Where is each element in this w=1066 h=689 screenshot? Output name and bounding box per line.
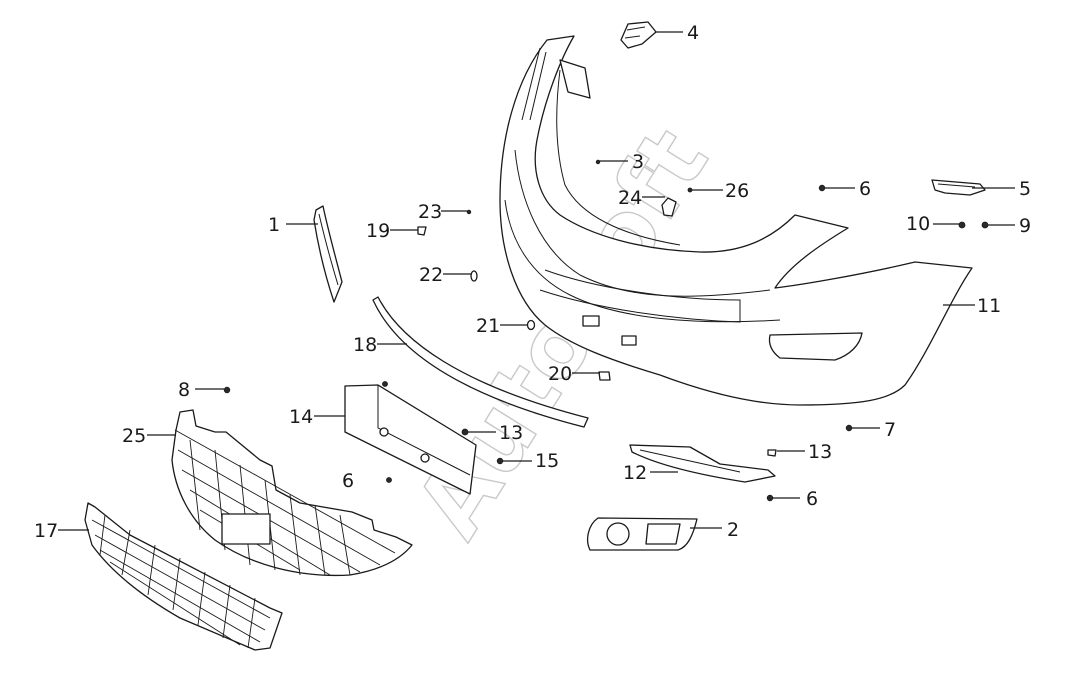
part-11-bumper-cover [499, 35, 973, 406]
fastener-15 [496, 457, 504, 465]
fastener-23 [466, 209, 472, 215]
callout-3: 3 [632, 151, 644, 173]
fastener-10 [958, 221, 966, 229]
callout-14: 14 [289, 406, 313, 428]
clip-22 [470, 270, 478, 282]
callout-19: 19 [366, 220, 390, 242]
bracket-24 [661, 197, 677, 217]
part-12-lower-bracket [629, 444, 776, 483]
part-2-fog-lamp-bezel [587, 517, 698, 551]
clip-21 [526, 319, 536, 331]
part-1-side-bracket [313, 205, 343, 303]
callout-26: 26 [725, 180, 749, 202]
callout-labels: 1 2 3 4 5 6 6 6 7 8 9 10 11 12 13 13 14 … [34, 22, 1031, 542]
fastener-13a [461, 428, 469, 436]
callout-9: 9 [1019, 215, 1031, 237]
callout-13-upper: 13 [499, 422, 523, 444]
clip-13b [767, 449, 777, 457]
part-14-plate-bracket [344, 384, 477, 495]
callout-4: 4 [687, 22, 699, 44]
callout-1: 1 [268, 214, 280, 236]
fastener-8 [223, 386, 231, 394]
leader-lines [58, 31, 1015, 531]
part-18-trim-strip [372, 296, 589, 428]
callout-18: 18 [353, 334, 377, 356]
part-25-upper-grille [171, 409, 413, 577]
callout-23: 23 [418, 201, 442, 223]
callout-22: 22 [419, 264, 443, 286]
callout-15: 15 [535, 450, 559, 472]
callout-5: 5 [1019, 178, 1031, 200]
part-4-upper-bracket [620, 21, 657, 49]
fastener-6c [386, 477, 392, 483]
callout-12: 12 [623, 462, 647, 484]
callout-10: 10 [906, 213, 930, 235]
fastener-7 [845, 424, 853, 432]
callout-17: 17 [34, 520, 58, 542]
part-17-lower-grille [84, 502, 283, 651]
fasteners [223, 159, 989, 502]
callout-21: 21 [476, 315, 500, 337]
part-5-side-bracket [931, 179, 986, 196]
callout-6-lower: 6 [806, 488, 818, 510]
clip-19 [417, 226, 427, 236]
callout-2: 2 [727, 519, 739, 541]
fastener-9 [981, 221, 989, 229]
clip-20 [598, 371, 611, 381]
fastener-3 [595, 159, 601, 165]
fastener-6a [818, 184, 826, 192]
callout-25: 25 [122, 425, 146, 447]
callout-11: 11 [977, 295, 1001, 317]
fastener-26 [687, 187, 693, 193]
callout-8: 8 [178, 379, 190, 401]
callout-13-lower: 13 [808, 441, 832, 463]
callout-7: 7 [884, 419, 896, 441]
callout-6-upper: 6 [859, 178, 871, 200]
callout-24: 24 [618, 187, 642, 209]
fastener-6b [766, 494, 774, 502]
callout-20: 20 [548, 363, 572, 385]
callout-6-middle: 6 [342, 470, 354, 492]
